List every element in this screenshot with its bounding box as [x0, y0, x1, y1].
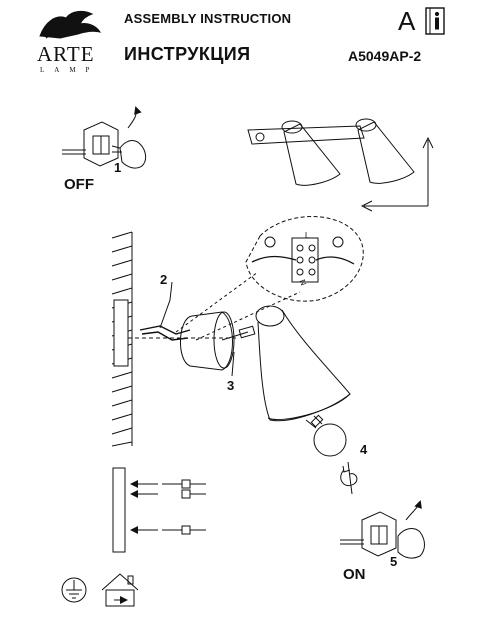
- model-number: A5049AP-2: [348, 48, 422, 64]
- brand-logo-text: ARTE: [37, 42, 95, 66]
- step-4-number: 4: [360, 442, 368, 457]
- ground-symbol-icon: [61, 577, 87, 603]
- wall-switch-on-icon: [340, 511, 397, 557]
- step-5-number: 5: [390, 554, 398, 569]
- house-icon: [101, 573, 139, 607]
- info-booklet-icon: [425, 7, 445, 35]
- wires-icon: [139, 281, 191, 341]
- direction-arrows-icon: [360, 136, 434, 212]
- fixing-screws-icon: [130, 479, 206, 535]
- step-2-number: 2: [160, 272, 168, 287]
- terminal-label-l: L: [305, 231, 310, 240]
- terminal-block-magnifier: [245, 216, 364, 302]
- mounting-plate: [113, 299, 129, 367]
- double-spotlight-icon: [247, 118, 415, 186]
- hand-icon: [397, 528, 425, 559]
- screw-icon: [221, 325, 256, 377]
- assembly-instruction-title: ASSEMBLY INSTRUCTION: [124, 11, 292, 26]
- canopy-base: [179, 311, 235, 371]
- griffin-logo-icon: [39, 10, 102, 39]
- rotate-arrow-icon: [340, 461, 358, 495]
- light-bulb-icon: [305, 414, 347, 457]
- sheet-letter: A: [398, 6, 416, 36]
- step-3-number: 3: [227, 378, 235, 393]
- russian-title: ИНСТРУКЦИЯ: [124, 44, 251, 64]
- wall-switch-off-icon: [62, 121, 119, 167]
- step-1-number: 1: [114, 160, 122, 175]
- brand-logo-subtext: LAMP: [40, 66, 100, 74]
- hand-icon: [111, 140, 147, 169]
- mounting-bar: [112, 467, 126, 553]
- on-label: ON: [343, 566, 366, 583]
- spotlight-shade-icon: [255, 305, 351, 422]
- press-arrow-icon: [127, 106, 142, 129]
- off-label: OFF: [64, 176, 94, 193]
- press-arrow-icon: [405, 500, 422, 521]
